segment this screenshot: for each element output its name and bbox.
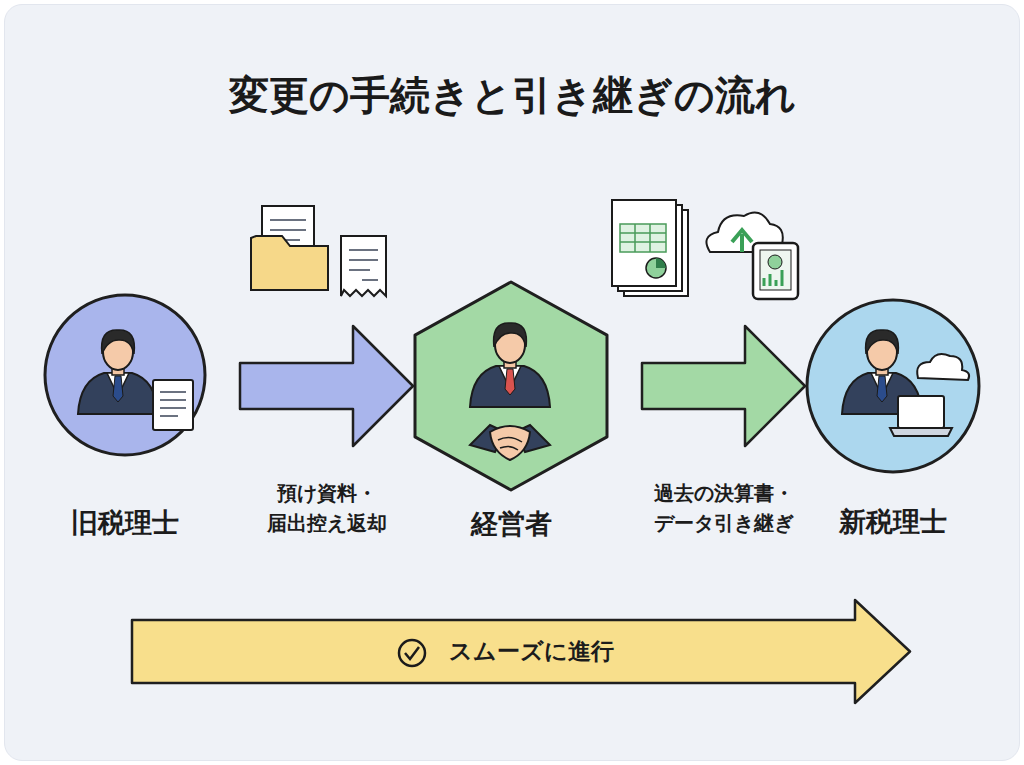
document-icons-part (349, 250, 378, 280)
document-icons-part (262, 206, 314, 268)
data-icons-part (612, 200, 676, 286)
band-text: スムーズに進行 (130, 598, 912, 705)
owner-hexagon: 経営者 (413, 280, 609, 492)
data-icons-part (656, 258, 666, 268)
owner-hexagon-outline (413, 280, 609, 492)
advisor-circle: 旧税理士 (43, 293, 207, 457)
node-label: 新税理士 (839, 504, 947, 540)
document-icons (251, 206, 386, 296)
document-icons-part (270, 220, 306, 240)
data-icons-part (706, 212, 783, 252)
data-icons-part (646, 258, 666, 278)
edge-label: 預け資料・ 届出控え返却 (227, 478, 427, 538)
edge-label: 過去の決算書・ データ引き継ぎ (624, 478, 824, 538)
data-icons-part (760, 250, 791, 290)
data-icons-part (753, 243, 798, 299)
circle-shape (45, 295, 205, 455)
data-icons-part (732, 230, 752, 252)
node-label: 旧税理士 (71, 505, 179, 541)
progress-band: スムーズに進行 (130, 598, 912, 705)
data-icons-part (620, 224, 666, 252)
data-icons-part (620, 224, 666, 252)
data-icons-part (618, 205, 682, 291)
circle-shape (807, 300, 979, 472)
block-arrow (642, 326, 805, 446)
data-icons-part (624, 210, 688, 296)
advisor-circle-outline (43, 293, 207, 457)
advisor-circle: 新税理士 (805, 298, 981, 474)
data-icons-part (768, 255, 782, 269)
node-label: 経営者 (471, 506, 552, 542)
diagram-title: 変更の手続きと引き継ぎの流れ (0, 68, 1024, 123)
document-icons-part (341, 236, 386, 296)
block-arrow (240, 326, 413, 446)
advisor-circle-outline (805, 298, 981, 474)
hexagon-shape (415, 282, 607, 490)
data-icons (612, 200, 798, 299)
data-icons-part (764, 270, 782, 286)
document-icons-part (251, 236, 328, 290)
